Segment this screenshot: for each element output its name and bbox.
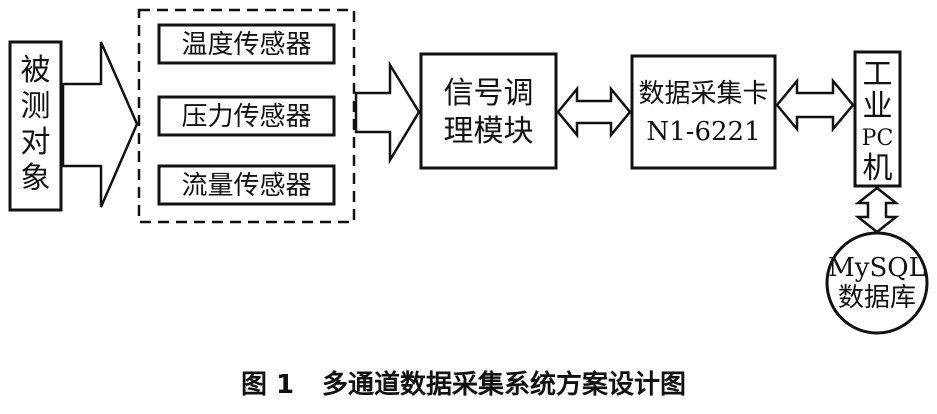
signal-conditioning-line-2: 理模块 xyxy=(444,114,534,149)
database-name: MySQL xyxy=(828,253,926,283)
double-arrow-daq-pc xyxy=(775,77,855,133)
signal-conditioning-block: 信号调 理模块 xyxy=(419,52,558,170)
industrial-pc-char-3: PC xyxy=(862,126,894,151)
object-under-test-block: 被 测 对 象 xyxy=(8,40,63,212)
database-label: 数据库 xyxy=(838,283,916,313)
temperature-sensor-block: 温度传感器 xyxy=(157,23,336,65)
object-char-4: 象 xyxy=(21,161,51,196)
flow-sensor-block: 流量传感器 xyxy=(157,164,336,206)
object-char-3: 对 xyxy=(21,125,51,160)
industrial-pc-block: 工 业 PC 机 xyxy=(853,50,902,188)
sensor-group-dashed-box xyxy=(137,8,356,224)
pressure-sensor-label: 压力传感器 xyxy=(181,102,311,132)
object-char-1: 被 xyxy=(21,53,51,88)
industrial-pc-char-4: 机 xyxy=(863,151,893,186)
signal-conditioning-line-1: 信号调 xyxy=(444,76,534,111)
pressure-sensor-block: 压力传感器 xyxy=(157,95,336,137)
figure-number: 图 1 xyxy=(241,370,294,400)
double-arrow-conditioning-daq xyxy=(556,85,632,139)
mysql-database-circle: MySQL 数据库 xyxy=(825,231,929,335)
daq-card-title: 数据采集卡 xyxy=(638,79,768,109)
arrow-object-to-sensors xyxy=(61,41,139,208)
industrial-pc-char-2: 业 xyxy=(863,89,893,124)
figure-title: 多通道数据采集系统方案设计图 xyxy=(322,369,686,400)
arrow-sensors-to-conditioning xyxy=(354,60,421,165)
object-char-2: 测 xyxy=(21,89,51,124)
figure-caption: 图 1 多通道数据采集系统方案设计图 xyxy=(241,369,686,400)
temperature-sensor-label: 温度传感器 xyxy=(181,30,311,60)
daq-card-model: N1-6221 xyxy=(646,117,760,147)
daq-card-block: 数据采集卡 N1-6221 xyxy=(630,54,777,170)
double-arrow-pc-database xyxy=(854,186,900,234)
flow-sensor-label: 流量传感器 xyxy=(181,171,311,201)
industrial-pc-char-1: 工 xyxy=(863,57,893,92)
